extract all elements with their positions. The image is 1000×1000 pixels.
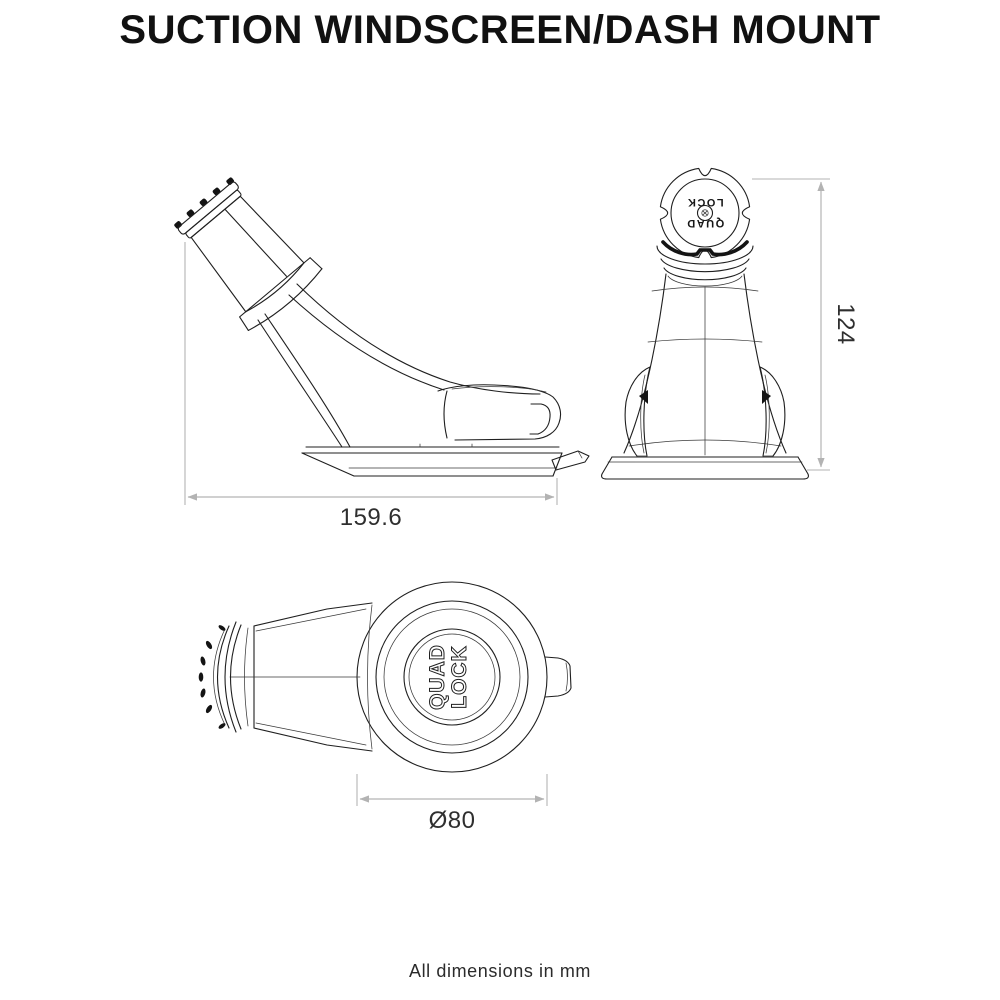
top-view-suction-cup: QUAD LOCK	[356, 581, 548, 773]
top-view: QUAD LOCK	[198, 581, 572, 834]
dimension-label-width: 159.6	[340, 504, 403, 531]
side-view-lever-tab	[551, 450, 590, 471]
front-view-mount-head: QUAD LOCK	[659, 167, 751, 259]
side-view-suction-base	[301, 443, 563, 477]
side-view-arm	[257, 283, 541, 448]
logo-word-lock: LOCK	[686, 196, 723, 208]
top-view-lever-tab	[544, 656, 572, 698]
front-view-tower	[623, 273, 787, 456]
top-view-mount-head	[198, 621, 242, 733]
top-view-body	[229, 602, 373, 752]
side-view-width-dimension: 159.6	[184, 242, 558, 531]
logo-word-quad: QUAD	[426, 644, 449, 710]
screw-icon	[702, 210, 708, 216]
dimension-label-diameter: Ø80	[429, 807, 476, 834]
logo-word-quad: QUAD	[686, 217, 724, 229]
front-view: QUAD LOCK	[601, 167, 859, 480]
footer-note: All dimensions in mm	[409, 961, 591, 981]
quadlock-logo-front: QUAD LOCK	[686, 196, 724, 229]
front-view-right-wing	[759, 366, 786, 457]
front-view-neck-rings	[656, 240, 754, 287]
side-view: 159.6	[174, 177, 590, 531]
front-view-left-wing	[624, 366, 651, 457]
front-view-height-dimension: 124	[752, 178, 859, 471]
page-title: SUCTION WINDSCREEN/DASH MOUNT	[119, 8, 880, 52]
logo-word-lock: LOCK	[448, 645, 471, 709]
dimension-label-height: 124	[832, 303, 859, 345]
quadlock-logo-top: QUAD LOCK	[426, 644, 472, 711]
front-view-base-plate	[601, 456, 809, 480]
side-view-lever-housing	[437, 384, 562, 441]
top-view-diameter-dimension: Ø80	[356, 774, 548, 834]
side-view-mount-head	[174, 177, 323, 331]
